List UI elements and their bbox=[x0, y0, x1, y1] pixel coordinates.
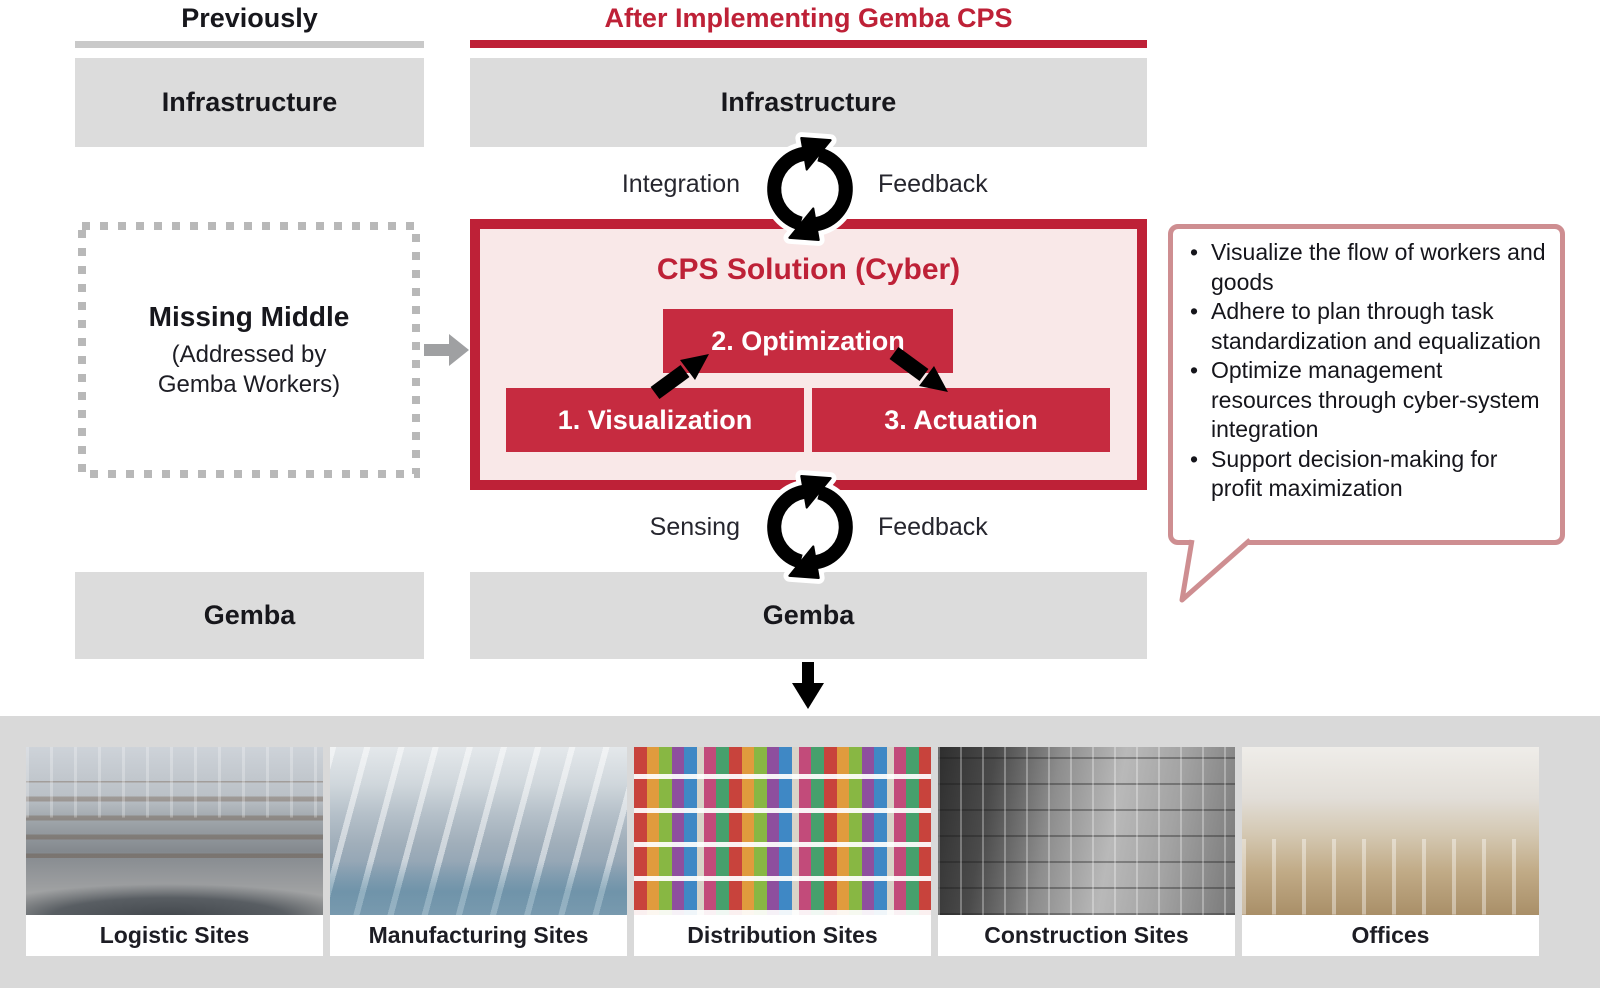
site-label: Manufacturing Sites bbox=[330, 915, 627, 956]
cps-benefits-callout: • Visualize the flow of workers and good… bbox=[1168, 224, 1565, 545]
site-card-construction: Construction Sites bbox=[938, 747, 1235, 956]
sensing-feedback-cycle-icon bbox=[762, 470, 858, 584]
down-right-arrow-icon bbox=[889, 346, 948, 392]
missing-middle-title: Missing Middle bbox=[148, 300, 350, 332]
missing-middle-box: Missing Middle (Addressed by Gemba Worke… bbox=[78, 222, 420, 478]
integration-label: Integration bbox=[621, 170, 740, 198]
gemba-box-after: Gemba bbox=[470, 572, 1147, 659]
site-cards: Logistic Sites Manufacturing Sites Distr… bbox=[26, 747, 1539, 956]
site-card-offices: Offices bbox=[1242, 747, 1539, 956]
callout-bullet: • Adhere to plan through task standardiz… bbox=[1190, 297, 1546, 356]
bullet-dot: • bbox=[1190, 239, 1199, 265]
bullet-dot: • bbox=[1190, 445, 1199, 472]
site-card-manufacturing: Manufacturing Sites bbox=[330, 747, 627, 956]
down-arrow-icon bbox=[792, 662, 824, 709]
construction-sites-photo bbox=[938, 747, 1235, 915]
missing-middle-dashed-border bbox=[78, 222, 420, 478]
visualization-step-box: 1. Visualization bbox=[506, 388, 804, 452]
site-label: Logistic Sites bbox=[26, 915, 323, 956]
distribution-sites-photo bbox=[634, 747, 931, 915]
site-label: Distribution Sites bbox=[634, 915, 931, 956]
site-label: Offices bbox=[1242, 915, 1539, 956]
offices-photo bbox=[1242, 747, 1539, 915]
site-card-logistic: Logistic Sites bbox=[26, 747, 323, 956]
right-arrow-icon bbox=[424, 334, 469, 366]
after-implementing-column-title: After Implementing Gemba CPS bbox=[604, 3, 1013, 33]
integration-feedback-cycle-icon bbox=[762, 132, 858, 246]
actuation-step-box: 3. Actuation bbox=[812, 388, 1110, 452]
missing-middle-subtitle-line2: Gemba Workers) bbox=[157, 370, 341, 398]
infrastructure-box-after: Infrastructure bbox=[470, 58, 1147, 147]
site-card-distribution: Distribution Sites bbox=[634, 747, 931, 956]
site-label: Construction Sites bbox=[938, 915, 1235, 956]
manufacturing-sites-photo bbox=[330, 747, 627, 915]
callout-bullet: • Support decision-making for profit max… bbox=[1190, 445, 1546, 504]
callout-bullet: • Optimize management resources through … bbox=[1190, 356, 1546, 445]
feedback-bottom-label: Feedback bbox=[878, 513, 988, 541]
previously-underline bbox=[75, 41, 424, 48]
infrastructure-box-previously: Infrastructure bbox=[75, 58, 424, 147]
logistic-sites-photo bbox=[26, 747, 323, 915]
after-implementing-underline bbox=[470, 40, 1147, 48]
bullet-dot: • bbox=[1190, 357, 1199, 383]
missing-middle-subtitle-line1: (Addressed by bbox=[171, 340, 327, 368]
up-right-arrow-icon bbox=[650, 354, 709, 400]
callout-bullet: • Visualize the flow of workers and good… bbox=[1190, 238, 1546, 297]
bullet-dot: • bbox=[1190, 298, 1199, 324]
feedback-top-label: Feedback bbox=[878, 170, 988, 198]
optimization-step-box: 2. Optimization bbox=[663, 309, 953, 373]
cps-solution-title: CPS Solution (Cyber) bbox=[656, 253, 961, 286]
callout-tail bbox=[1179, 538, 1252, 603]
previously-column-title: Previously bbox=[181, 3, 318, 33]
gemba-box-previously: Gemba bbox=[75, 572, 424, 659]
sensing-label: Sensing bbox=[649, 513, 740, 541]
